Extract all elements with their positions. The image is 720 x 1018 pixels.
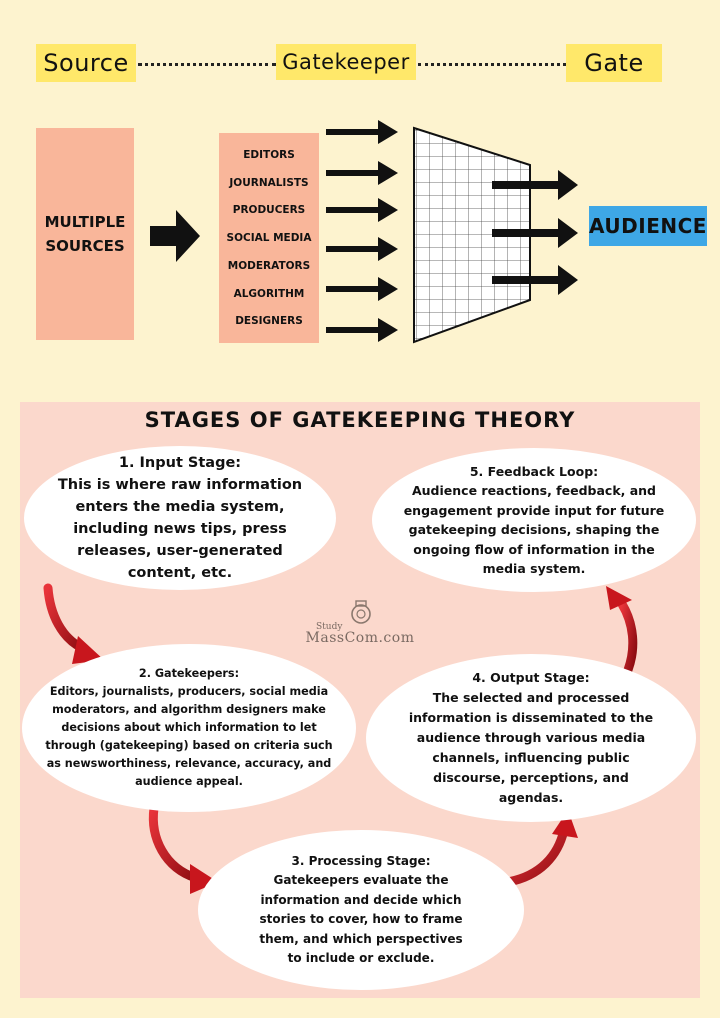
arrow-right-icon [326,237,398,261]
arrow-right-icon [326,277,398,301]
arrow-right-icon [326,120,398,144]
watermark-line-1: Study [316,622,343,632]
sources-text: MULTIPLE SOURCES [36,128,134,340]
arrow-right-icon [150,210,200,262]
role-item: PRODUCERS [232,204,306,217]
stage-heading: 3. Processing Stage: [291,853,431,868]
stage-heading: 1. Input Stage: [118,455,242,471]
gatekeepers-box [219,133,319,343]
dotted-connector-2 [418,63,566,66]
arrow-right-icon [326,198,398,222]
stage-input-bubble: 1. Input Stage: This is where raw inform… [24,446,336,590]
sources-box [36,128,134,340]
source-label: Source [36,44,136,82]
curved-arrow-icon [43,583,104,664]
arrow-group-to-audience [492,170,578,295]
role-item: JOURNALISTS [229,176,309,189]
stage-heading: 2. Gatekeepers: [138,667,240,680]
curved-arrow-icon [148,803,218,894]
stages-title: STAGES OF GATEKEEPING THEORY [144,408,576,432]
arrow-right-icon [492,218,578,248]
dotted-connector-1 [138,63,276,66]
watermark-line-2: MassCom.com [305,630,415,646]
gatekeeper-roles-list: EDITORS JOURNALISTS PRODUCERS SOCIAL MED… [219,133,319,343]
stage-heading: 5. Feedback Loop: [469,463,599,479]
watermark: Study MassCom.com [300,600,420,660]
role-item: SOCIAL MEDIA [226,232,312,244]
role-item: MODERATORS [227,259,311,272]
sources-line-2: SOURCES [45,237,125,255]
stage-body: The selected and processed information i… [408,690,654,805]
stage-processing-bubble: 3. Processing Stage: Gatekeepers evaluat… [198,830,524,990]
arrow-right-icon [492,170,578,200]
audience-label: AUDIENCE [589,206,707,246]
stage-feedback-bubble: 5. Feedback Loop: Audience reactions, fe… [372,448,696,592]
curved-arrow-icon [606,586,638,675]
stage-body: Editors, journalists, producers, social … [45,685,333,788]
stage-body: Audience reactions, feedback, and engage… [403,483,665,576]
stage-output-bubble: 4. Output Stage: The selected and proces… [366,654,696,822]
stage-heading: 4. Output Stage: [472,670,590,685]
stage-gatekeepers-bubble: 2. Gatekeepers: Editors, journalists, pr… [22,644,356,812]
role-item: DESIGNERS [235,315,303,328]
arrow-right-icon [326,161,398,185]
gate-label: Gate [566,44,662,82]
stage-body: Gatekeepers evaluate the information and… [259,873,463,965]
arrow-group-to-gate [326,120,398,342]
gatekeeping-flow-graphic [150,120,578,344]
curved-arrow-icon [503,810,578,887]
sources-line-1: MULTIPLE [44,213,126,231]
stage-body: This is where raw information enters the… [57,477,303,581]
role-item: ALGORITHM [233,287,305,300]
role-item: EDITORS [243,148,295,161]
arrow-right-icon [492,265,578,295]
watermark-logo-icon [351,600,371,624]
arrow-right-icon [326,318,398,342]
gatekeeper-label: Gatekeeper [276,44,416,80]
